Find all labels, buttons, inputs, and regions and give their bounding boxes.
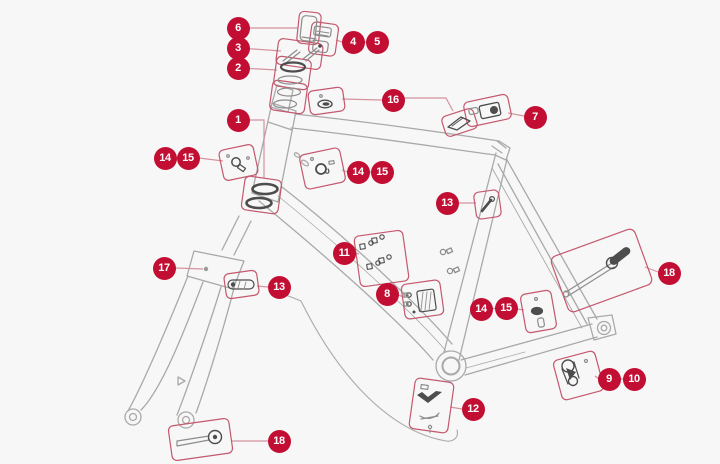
cable-guide-bolts-drawing — [359, 234, 392, 270]
callout-box-18-rear — [550, 228, 653, 313]
front-thru-axle-drawing — [176, 429, 223, 447]
callout-box-16-right — [441, 108, 478, 137]
callout-badge-6[interactable]: 6 — [226, 16, 250, 40]
chainstay-parts-drawing — [530, 297, 546, 328]
callout-box-13-seatstay — [473, 189, 502, 220]
headset-spacers-drawing — [272, 61, 307, 109]
callout-badge-14b[interactable]: 14 — [346, 160, 370, 184]
part-drawings — [176, 15, 631, 447]
derailleur-hanger-drawing — [561, 358, 589, 387]
callout-badge-17[interactable]: 17 — [152, 256, 176, 280]
mount-plate-drawing — [403, 288, 437, 314]
callout-badge-10[interactable]: 10 — [622, 367, 646, 391]
callout-box-14-15-chainstay — [520, 289, 557, 334]
callout-badge-15b[interactable]: 15 — [370, 160, 394, 184]
seatpost-wedge-drawing — [447, 116, 471, 131]
expander-plug-drawing — [299, 15, 318, 42]
callout-badge-5[interactable]: 5 — [365, 30, 389, 54]
callout-badge-15c[interactable]: 15 — [494, 296, 518, 320]
callout-box-3 — [275, 38, 324, 70]
callout-box-9-10 — [552, 350, 605, 401]
callout-box-12 — [408, 377, 455, 434]
callout-badge-18a[interactable]: 18 — [657, 261, 681, 285]
callout-box-7 — [463, 93, 512, 128]
angled-spacers-drawing — [282, 47, 320, 64]
callout-box-6 — [296, 10, 322, 46]
callout-box-1 — [240, 175, 283, 215]
callout-badge-4[interactable]: 4 — [341, 30, 365, 54]
callout-badge-18b[interactable]: 18 — [267, 429, 291, 453]
small-bolts-drawing-b — [310, 157, 335, 175]
bike-frame-drawing — [124, 84, 617, 442]
callout-badge-11[interactable]: 11 — [332, 241, 356, 265]
port-cover-drawing — [317, 94, 333, 109]
callout-badge-9[interactable]: 9 — [597, 367, 621, 391]
bb-cable-guide-drawing — [417, 383, 442, 434]
callout-badge-7[interactable]: 7 — [523, 105, 547, 129]
headset-bearings-drawing — [245, 182, 279, 210]
callout-badge-14c[interactable]: 14 — [469, 297, 493, 321]
fork-bolt-drawing — [227, 279, 255, 290]
callout-box-18-front — [167, 417, 234, 462]
callout-box-14-15-downtube — [299, 147, 346, 190]
callout-box-14-15-headset — [218, 144, 259, 181]
callout-badge-2[interactable]: 2 — [226, 56, 250, 80]
leader-lines — [165, 27, 659, 442]
callout-badge-15a[interactable]: 15 — [176, 146, 200, 170]
callout-badge-1[interactable]: 1 — [226, 108, 250, 132]
callout-badge-12[interactable]: 12 — [461, 397, 485, 421]
callout-box-2b — [269, 79, 308, 115]
callout-box-4-5 — [307, 21, 340, 57]
callout-badge-16[interactable]: 16 — [381, 88, 405, 112]
callout-badge-13a[interactable]: 13 — [435, 191, 459, 215]
callout-badge-13b[interactable]: 13 — [267, 275, 291, 299]
rear-thru-axle-drawing — [562, 247, 631, 298]
callout-badge-14a[interactable]: 14 — [153, 146, 177, 170]
small-bolts-drawing-a — [226, 154, 250, 173]
callout-badge-3[interactable]: 3 — [226, 36, 250, 60]
callout-box-13-fork — [223, 269, 260, 300]
callout-box-16-left — [307, 86, 346, 116]
mount-parts-drawing — [312, 25, 332, 54]
seatstay-bolt-drawing — [480, 196, 496, 213]
seat-clamp-drawing — [468, 101, 502, 120]
callout-badge-8[interactable]: 8 — [375, 282, 399, 306]
